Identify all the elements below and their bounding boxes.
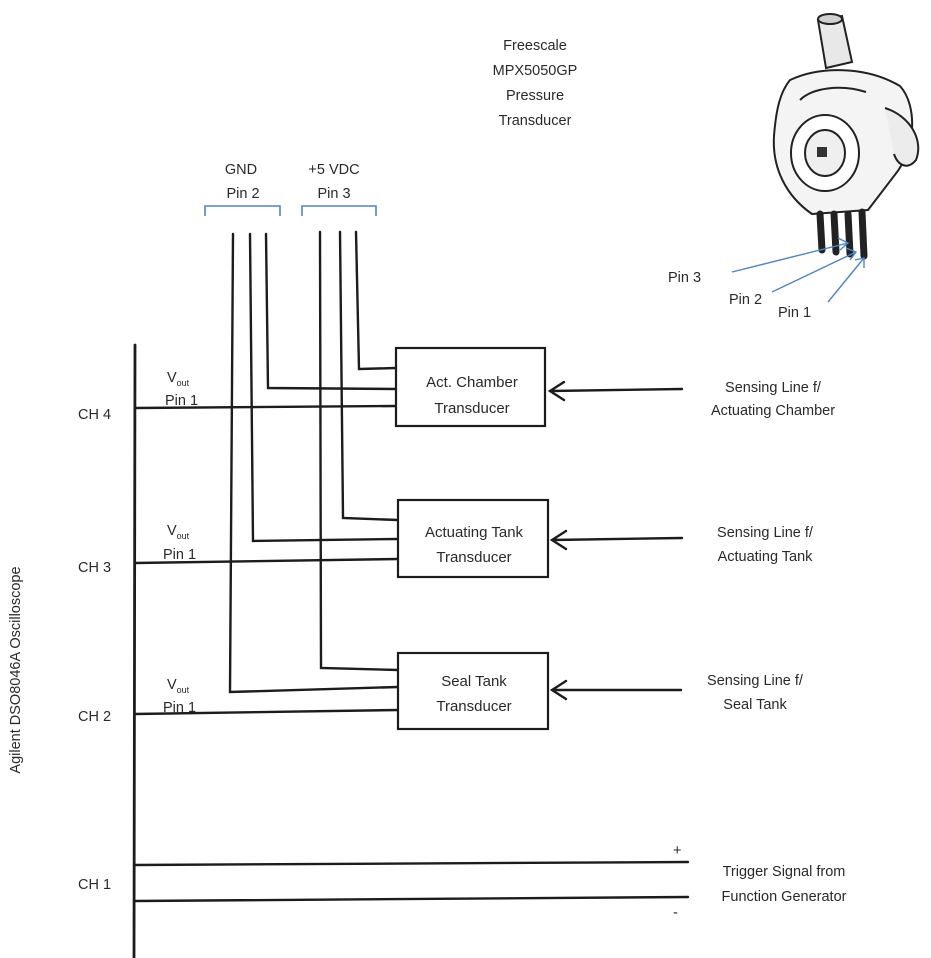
sensing-label: Actuating Tank [718, 549, 814, 565]
transducer-act-chamber: Act. Chamber Transducer [394, 346, 547, 428]
trigger-label: Function Generator [722, 889, 847, 905]
sensing-label: Sensing Line f/ [717, 525, 814, 541]
vout-symbol: V [167, 370, 177, 386]
transducer-seal-tank: Seal Tank Transducer [396, 651, 550, 731]
channel-1-label: CH 1 [78, 877, 111, 893]
sensing-label: Sensing Line f/ [725, 380, 822, 396]
power-wires [228, 230, 400, 694]
vout-subscript: out [177, 378, 190, 388]
svg-text:Vout: Vout [167, 677, 190, 695]
vout-pin-label: Pin 1 [163, 547, 196, 563]
trigger-wires [133, 860, 690, 903]
vout-symbol: V [167, 523, 177, 539]
gnd-pin-label: Pin 2 [226, 186, 259, 202]
pressure-sensor-illustration [772, 13, 920, 260]
trigger-plus: + [673, 843, 681, 859]
vout-pin-label: Pin 1 [165, 393, 198, 409]
gnd-label: GND [225, 162, 257, 178]
vdc-bracket [301, 205, 377, 216]
vout-wires [133, 404, 400, 716]
trigger-label: Trigger Signal from [723, 864, 846, 880]
sensor-title-line: Transducer [499, 113, 572, 129]
vout-symbol: V [167, 677, 177, 693]
pin2-label: Pin 2 [729, 292, 762, 308]
transducer-label: Transducer [436, 698, 511, 715]
sensing-label: Actuating Chamber [711, 403, 835, 419]
vout-label-ch2: Vout Pin 1 [163, 677, 196, 716]
transducer-label: Actuating Tank [425, 524, 524, 541]
sensor-title-line: Pressure [506, 88, 564, 104]
sensing-label: Seal Tank [723, 697, 787, 713]
oscilloscope-bus [132, 343, 137, 958]
transducer-label: Seal Tank [441, 673, 507, 690]
sensor-title-line: MPX5050GP [493, 63, 578, 79]
sensor-title: Freescale MPX5050GP Pressure Transducer [493, 38, 578, 129]
vdc-pin-label: Pin 3 [317, 186, 350, 202]
vout-label-ch4: Vout Pin 1 [165, 370, 198, 409]
vout-subscript: out [177, 531, 190, 541]
trigger-minus: - [673, 905, 678, 921]
channel-2-label: CH 2 [78, 709, 111, 725]
sensing-label: Sensing Line f/ [707, 673, 804, 689]
transducer-actuating-tank: Actuating Tank Transducer [396, 498, 550, 579]
sensing-arrows [547, 380, 684, 701]
channel-4-label: CH 4 [78, 407, 111, 423]
vout-label-ch3: Vout Pin 1 [163, 523, 196, 563]
pin3-label: Pin 3 [668, 270, 701, 286]
svg-text:Vout: Vout [167, 370, 190, 388]
vout-subscript: out [177, 685, 190, 695]
sensor-title-line: Freescale [503, 38, 567, 54]
transducer-label: Transducer [436, 549, 511, 566]
transducer-label: Transducer [434, 400, 509, 417]
oscilloscope-label: Agilent DSO8046A Oscilloscope [8, 566, 24, 773]
pin1-label: Pin 1 [778, 305, 811, 321]
vdc-label: +5 VDC [308, 162, 359, 178]
transducer-label: Act. Chamber [426, 374, 518, 391]
pin-arrows [731, 237, 865, 303]
svg-text:Vout: Vout [167, 523, 190, 541]
channel-3-label: CH 3 [78, 560, 111, 576]
gnd-bracket [204, 205, 281, 216]
